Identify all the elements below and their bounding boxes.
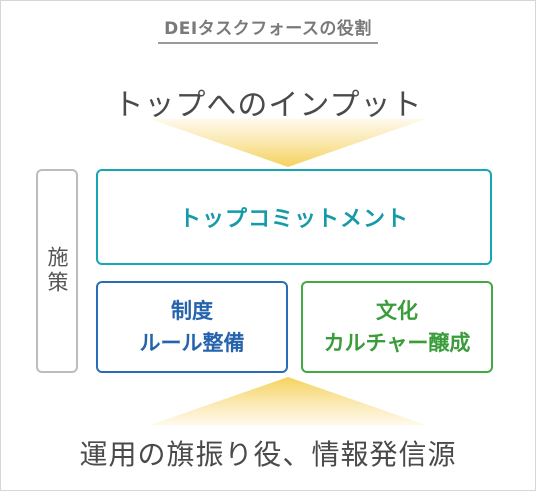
- diagram-heading: DEIタスクフォースの役割: [0, 14, 536, 44]
- bottom-role-text: 運用の旗振り役、情報発信源: [79, 438, 457, 471]
- rules-title: 制度: [171, 299, 213, 323]
- rules-box: 制度 ルール整備: [96, 281, 288, 373]
- up-arrow-icon: [150, 377, 426, 425]
- culture-title: 文化: [376, 299, 418, 323]
- top-commitment-text: トップコミットメント: [178, 207, 409, 232]
- top-commitment-box: トップコミットメント: [96, 169, 492, 265]
- measures-side-label: 施策: [36, 169, 78, 373]
- down-arrow-icon: [150, 119, 426, 167]
- top-input-label: トップへのインプット: [113, 88, 423, 123]
- heading-text: DEIタスクフォースの役割: [158, 14, 378, 44]
- measures-label-text: 施策: [45, 246, 69, 296]
- culture-subtitle: カルチャー醸成: [323, 331, 471, 355]
- culture-box: 文化 カルチャー醸成: [301, 281, 493, 373]
- rules-subtitle: ルール整備: [139, 331, 245, 355]
